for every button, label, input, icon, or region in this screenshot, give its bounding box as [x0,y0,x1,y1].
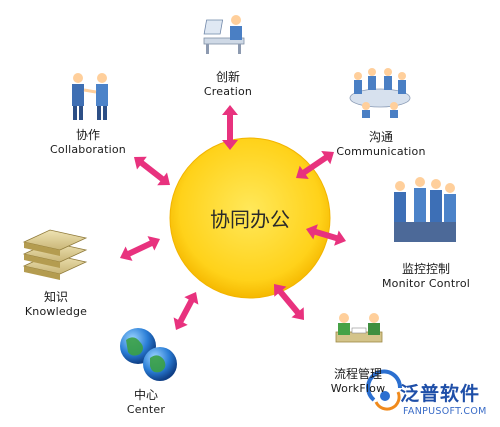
creation-icon [203,15,245,54]
node-label-knowledge: 知识 Knowledge [25,290,87,319]
arrow-creation [222,105,238,150]
hub-label: 协同办公 [210,207,290,232]
brand-watermark: 泛普软件 FANPUSOFT.COM [367,378,499,422]
node-zh-center: 中心 [133,388,159,402]
node-en-monitor: Monitor Control [381,277,471,290]
workflow-icon [335,313,383,343]
node-en-creation: Creation [203,85,253,98]
node-zh-knowledge: 知识 [43,290,68,304]
arrow-workflow [274,284,304,320]
node-label-workflow: 流程管理 WorkFlow [331,367,386,396]
collaboration-icon [72,73,108,120]
node-label-monitor: 监控控制 Monitor Control [382,262,470,291]
brand-logo-icon [366,369,403,411]
node-label-creation: 创新 Creation [204,70,252,99]
brand-url: FANPUSOFT.COM [403,406,487,417]
node-zh-communication: 沟通 [368,130,393,144]
communication-icon [349,68,411,118]
hub-circle [169,137,331,299]
knowledge-icon [22,229,88,280]
brand-name: 泛普软件 [400,383,481,405]
arrows-group [120,105,346,330]
node-label-communication: 沟通 Communication [336,130,425,159]
center-globe-icon [120,328,177,381]
node-en-collaboration: Collaboration [50,143,126,156]
arrow-knowledge [120,236,160,261]
node-zh-collaboration: 协作 [75,128,101,142]
node-label-center: 中心 Center [127,388,165,417]
node-zh-creation: 创新 [215,70,241,84]
node-label-collaboration: 协作 Collaboration [50,128,126,157]
arrow-center [173,292,199,330]
node-en-communication: Communication [336,145,426,158]
node-zh-workflow: 流程管理 [333,367,383,381]
node-en-center: Center [126,403,166,416]
arrow-collaboration [134,156,170,186]
node-en-knowledge: Knowledge [24,305,88,318]
node-zh-monitor: 监控控制 [401,262,451,276]
arrow-communication [296,151,334,179]
node-en-workflow: WorkFlow [330,382,386,395]
arrow-monitor [306,224,346,246]
monitor-control-icon [394,177,456,242]
